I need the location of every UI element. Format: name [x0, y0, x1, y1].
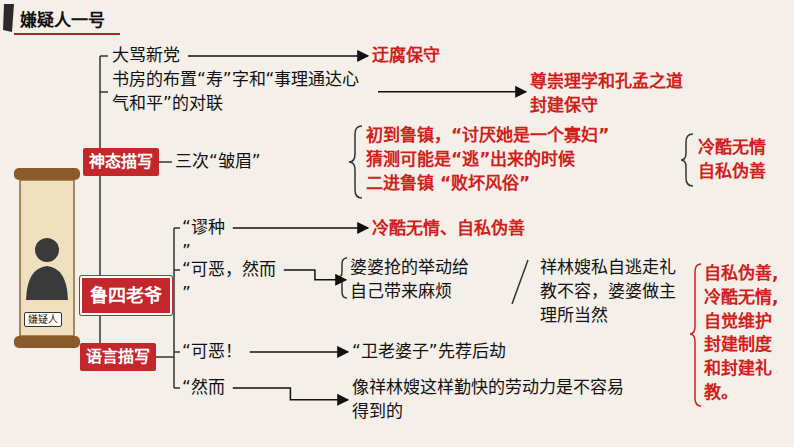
- node-text: “谬种”: [182, 216, 225, 264]
- arrow-connector: [250, 351, 348, 353]
- node-text: 猜测可能是“逃”出来的时候: [366, 148, 671, 172]
- node-text: “可恶！: [182, 340, 242, 364]
- bracket-tick: [100, 55, 108, 57]
- node-text: 迂腐保守: [372, 44, 440, 68]
- scroll-roll: [14, 168, 80, 180]
- node-text: 神态描写: [89, 151, 153, 173]
- node-text: 嫌疑人: [28, 313, 58, 326]
- node-text: 祥林嫂私自逃走礼教不容，婆婆做主理所当然: [540, 256, 682, 327]
- conclusion-text: 冷酷无情、自私伪善: [372, 217, 525, 241]
- scroll-roll: [14, 336, 80, 348]
- node-text: 语言描写: [86, 346, 150, 368]
- conclusion-text: 尊崇理学和孔孟之道封建保守: [530, 70, 700, 118]
- person-head: [35, 238, 59, 262]
- category-box: 语言描写: [80, 343, 156, 371]
- node-text: 大骂新党: [112, 44, 180, 68]
- subject-box: 鲁四老爷: [80, 276, 172, 315]
- conclusion-text: 迂腐保守: [372, 44, 440, 68]
- node-text: 鲁四老爷: [90, 283, 162, 308]
- bracket-tick: [174, 228, 180, 388]
- bracket-tick: [100, 91, 108, 93]
- arrow-connector: [284, 270, 346, 280]
- node-text: 书房的布置“寿”字和“事理通达心气和平”的对联: [112, 68, 370, 116]
- person-body: [26, 266, 68, 300]
- node-text: “卫老婆子”先荐后劫: [352, 340, 506, 364]
- context-text: 初到鲁镇，“讨厌她是一个寡妇”猜测可能是“逃”出来的时候二进鲁镇 “败坏风俗”: [366, 124, 671, 195]
- node-text: “然而: [182, 376, 225, 400]
- slide-title: 嫌疑人一号: [20, 6, 105, 31]
- conclusion-text: 自私伪善,冷酷无情,自觉维护封建制度和封建礼教。: [704, 262, 782, 405]
- node-text: 自私伪善,冷酷无情,自觉维护封建制度和封建礼教。: [704, 262, 782, 405]
- bracket-line: [173, 228, 175, 388]
- arrow-connector: [233, 388, 348, 400]
- analysis-text: “卫老婆子”先荐后劫: [352, 340, 506, 364]
- node-text: 三次“皱眉”: [175, 150, 261, 174]
- quote-text: “可恶！: [182, 340, 242, 364]
- ink-mark: [3, 4, 14, 32]
- evidence-text: 大骂新党: [112, 44, 180, 68]
- node-text: “可恶，然而”: [182, 258, 276, 306]
- analysis-text: 像祥林嫂这样勤快的劳动力是不容易得到的: [352, 376, 637, 424]
- node-text: 冷酷无情、自私伪善: [372, 217, 525, 241]
- analysis-text: 婆婆抢的举动给自己带来麻烦: [350, 256, 474, 304]
- analysis-text: 祥林嫂私自逃走礼教不容，婆婆做主理所当然: [540, 256, 682, 327]
- arrow-connector: [378, 91, 526, 93]
- brace: [681, 134, 693, 186]
- evidence-text: 书房的布置“寿”字和“事理通达心气和平”的对联: [112, 68, 370, 116]
- slash: [512, 260, 528, 304]
- node-text: 冷酷无情自私伪善: [698, 136, 778, 184]
- scroll-body: [20, 180, 74, 336]
- arrow-connector: [188, 55, 368, 57]
- evidence-text: 三次“皱眉”: [175, 150, 261, 174]
- node-text: 初到鲁镇，“讨厌她是一个寡妇”: [366, 124, 671, 148]
- title-underline: [14, 33, 120, 35]
- brace: [349, 126, 362, 198]
- brace: [338, 258, 347, 298]
- category-box: 神态描写: [83, 148, 159, 176]
- quote-text: “然而: [182, 376, 225, 400]
- node-text: 像祥林嫂这样勤快的劳动力是不容易得到的: [352, 376, 637, 424]
- node-text: 婆婆抢的举动给自己带来麻烦: [350, 256, 474, 304]
- conclusion-text: 冷酷无情自私伪善: [698, 136, 778, 184]
- brace: [690, 264, 701, 406]
- suspect-tag: 嫌疑人: [24, 312, 62, 327]
- node-text: 二进鲁镇 “败坏风俗”: [366, 172, 671, 196]
- quote-text: “谬种”: [182, 216, 225, 264]
- quote-text: “可恶，然而”: [182, 258, 276, 306]
- node-text: 尊崇理学和孔孟之道封建保守: [530, 70, 700, 118]
- arrow-connector: [233, 227, 368, 229]
